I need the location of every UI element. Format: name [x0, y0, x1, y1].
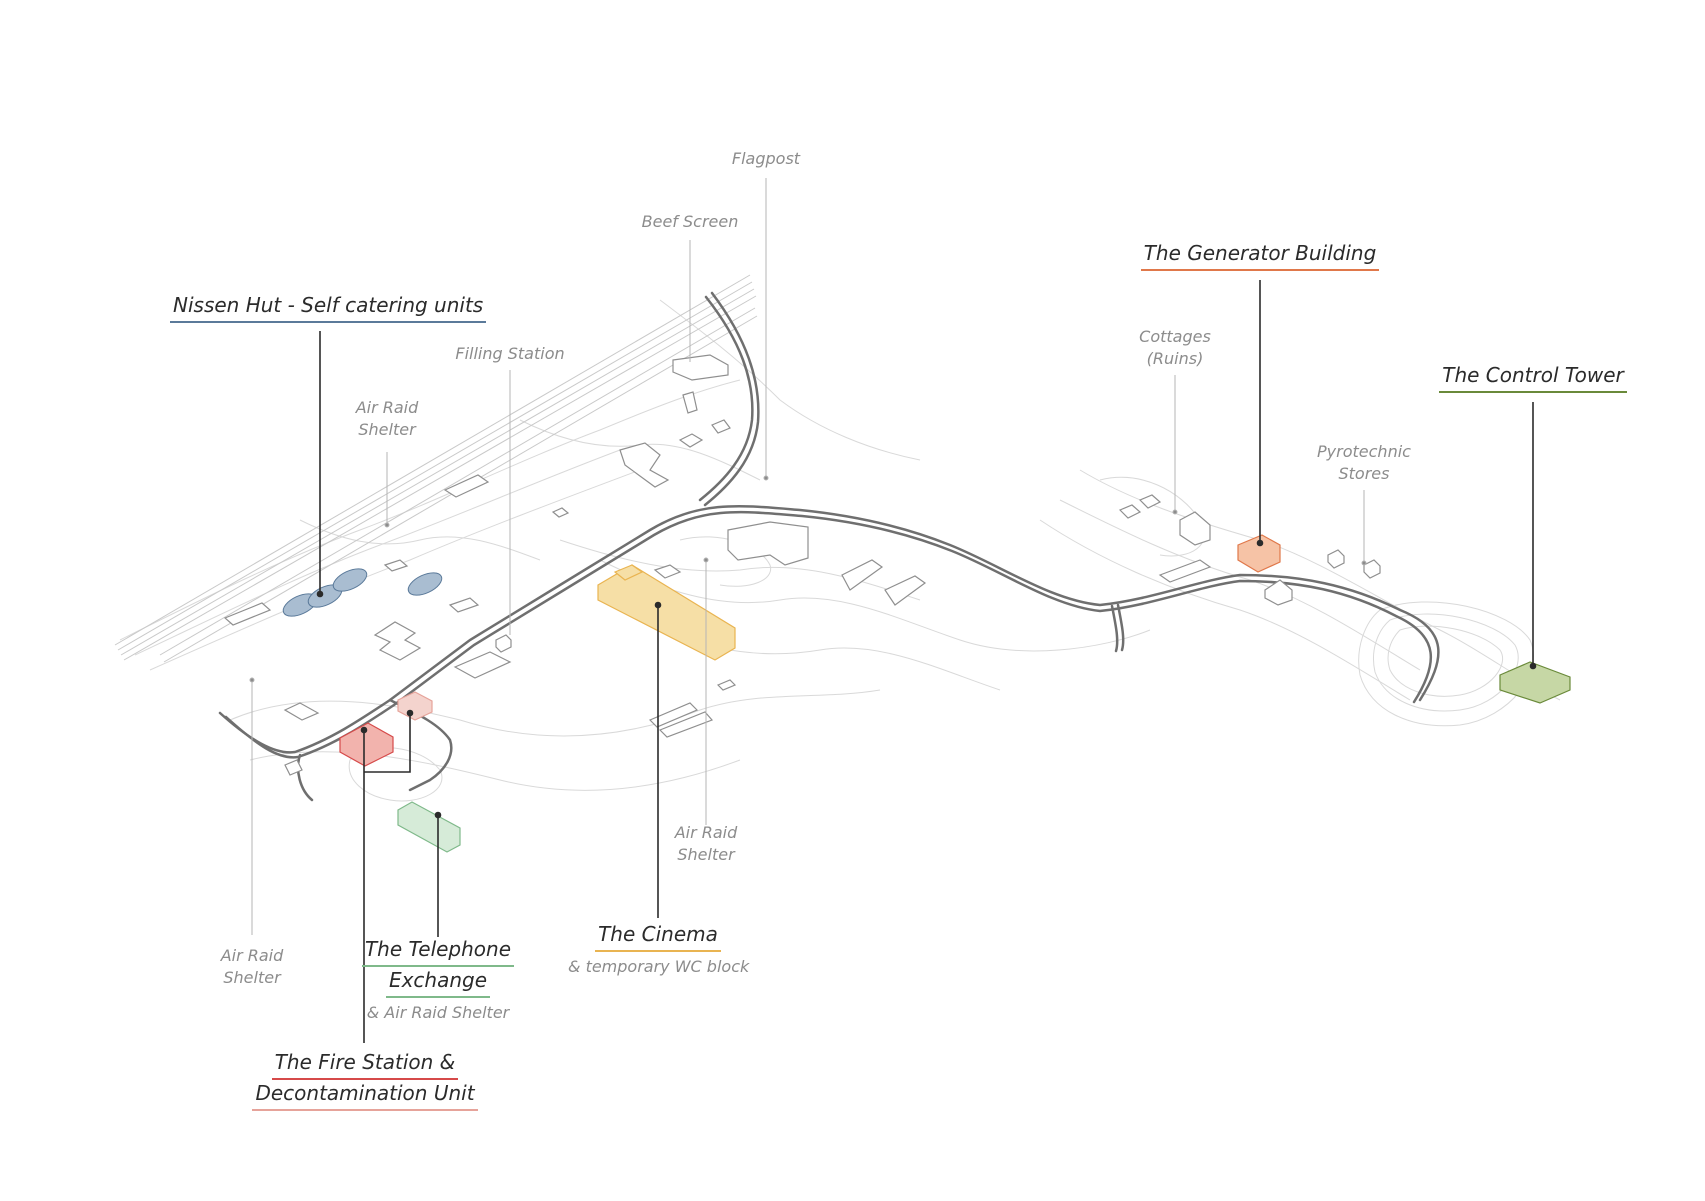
generator-text: The Generator Building — [1140, 240, 1380, 271]
flagpost-text: Flagpost — [731, 149, 801, 168]
cinema-subtitle: & temporary WC block — [568, 957, 750, 976]
contour-lines — [119, 299, 1561, 802]
air-raid-top-line1: Air Raid — [355, 398, 419, 417]
control-tower-building — [1499, 661, 1571, 704]
label-control-tower: The Control Tower — [1433, 362, 1633, 393]
fire-station-line2: Decontamination Unit — [252, 1080, 478, 1111]
pyrotechnic-line2: Stores — [1338, 463, 1390, 483]
cinema-text: The Cinema — [595, 921, 721, 952]
beef-screen-building — [672, 354, 729, 381]
label-pyrotechnic: Pyrotechnic Stores — [1304, 441, 1424, 484]
air-raid-mid-line2: Shelter — [677, 844, 735, 864]
cottages-line2: (Ruins) — [1146, 348, 1204, 368]
major-leaders — [316, 280, 1537, 1043]
pyrotechnic-line1: Pyrotechnic — [1317, 442, 1411, 461]
generator-building — [1237, 534, 1281, 573]
label-telephone-exchange: The Telephone Exchange & Air Raid Shelte… — [358, 936, 518, 1025]
fire-station-building — [339, 691, 433, 767]
label-air-raid-left: Air Raid Shelter — [202, 945, 302, 988]
air-raid-top-line2: Shelter — [358, 419, 416, 439]
label-air-raid-mid: Air Raid Shelter — [656, 822, 756, 865]
label-fire-station: The Fire Station & Decontamination Unit — [250, 1049, 480, 1111]
label-cottages: Cottages (Ruins) — [1125, 326, 1225, 369]
nissen-hut-text: Nissen Hut - Self catering units — [170, 292, 487, 323]
label-flagpost: Flagpost — [716, 148, 816, 170]
cottages-line1: Cottages — [1139, 327, 1211, 346]
beef-screen-text: Beef Screen — [641, 212, 739, 231]
telephone-line2: Exchange — [385, 967, 491, 998]
air-raid-left-line1: Air Raid — [220, 946, 284, 965]
telephone-exchange-building — [397, 801, 461, 853]
minor-leaders — [249, 178, 1367, 935]
air-raid-left-line2: Shelter — [223, 967, 281, 987]
cinema-building — [597, 564, 736, 661]
filling-station-text: Filling Station — [455, 344, 565, 363]
label-generator: The Generator Building — [1125, 240, 1395, 271]
label-air-raid-top: Air Raid Shelter — [337, 397, 437, 440]
label-beef-screen: Beef Screen — [630, 211, 750, 233]
air-raid-mid-line1: Air Raid — [674, 823, 738, 842]
roads — [218, 291, 1440, 802]
control-tower-text: The Control Tower — [1439, 362, 1627, 393]
telephone-subtitle: & Air Raid Shelter — [366, 1003, 510, 1022]
fire-station-line1: The Fire Station & — [271, 1049, 459, 1080]
label-cinema: The Cinema & temporary WC block — [568, 921, 750, 979]
label-filling-station: Filling Station — [450, 343, 570, 365]
label-nissen-hut: Nissen Hut - Self catering units — [170, 292, 487, 323]
minor-buildings — [223, 354, 1381, 776]
nissen-huts — [282, 568, 443, 617]
telephone-line1: The Telephone — [361, 936, 515, 967]
